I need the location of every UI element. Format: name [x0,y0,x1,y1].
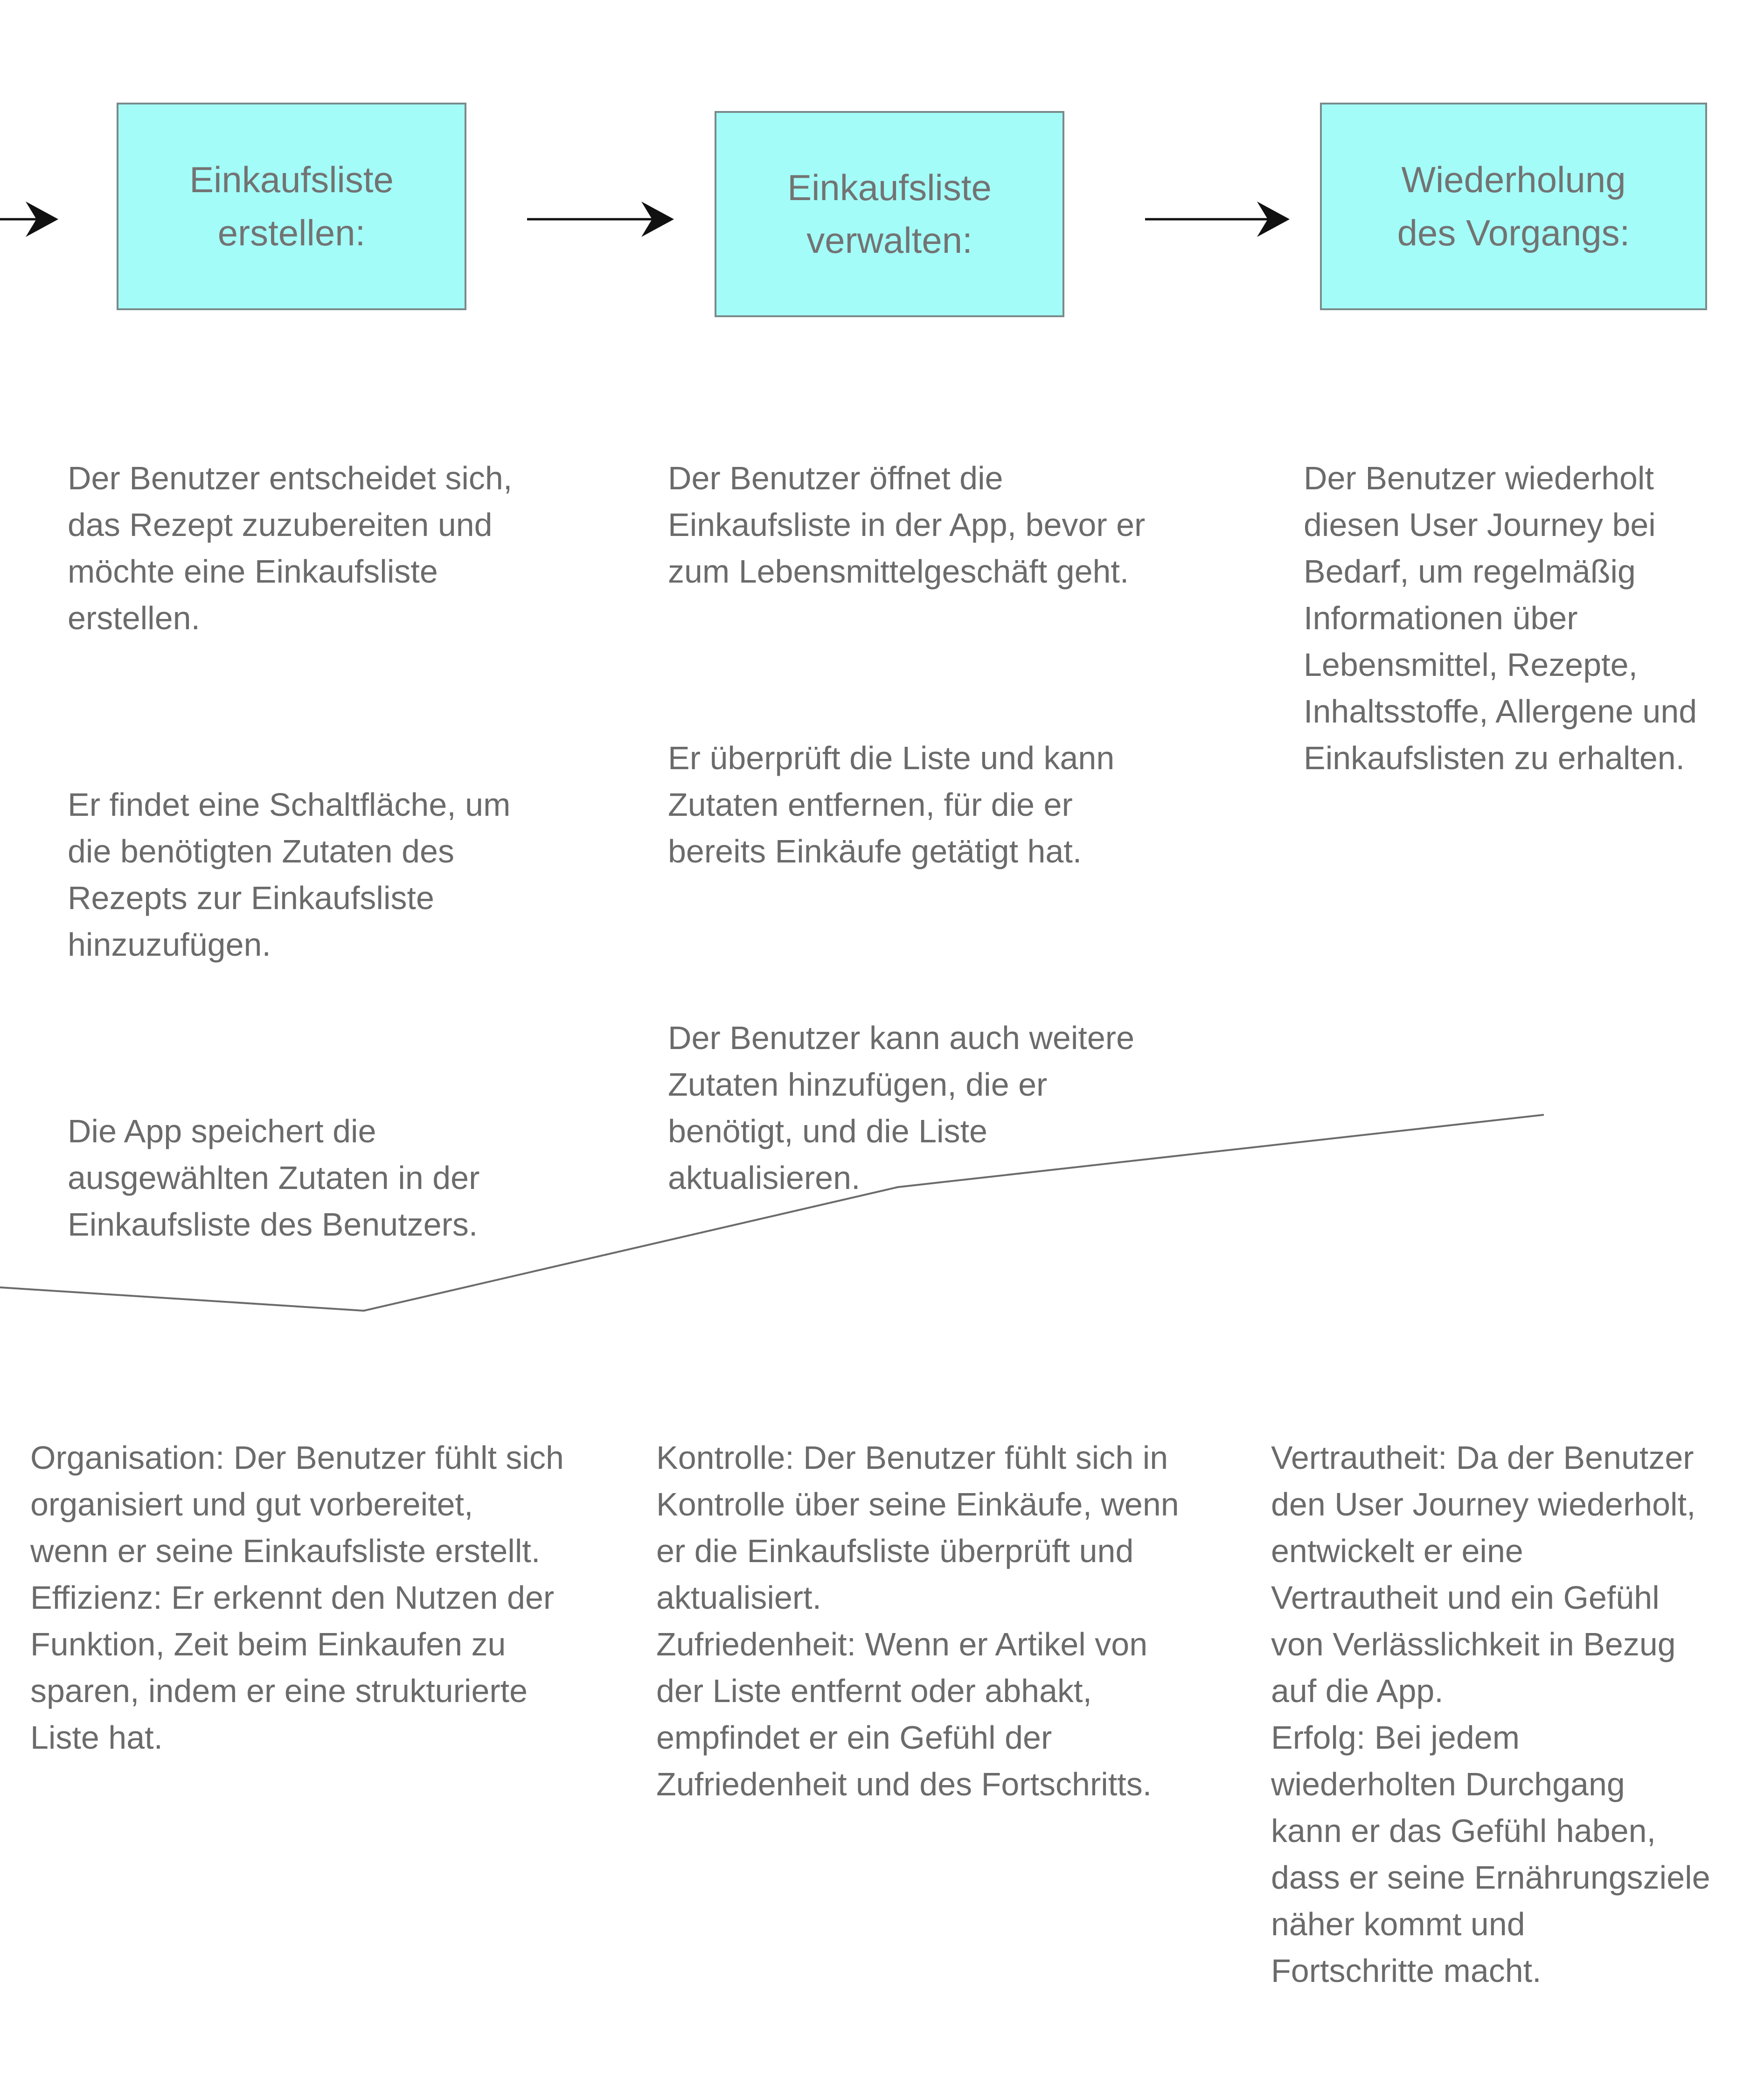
step-description-2: Der Benutzer öffnet die Einkaufsliste in… [668,408,1251,1248]
flow-arrow-1-to-2 [527,202,674,237]
step-box-einkaufsliste-erstellen: Einkaufsliste erstellen: [117,103,466,310]
flow-arrow-incoming [0,202,58,237]
step-title: Einkaufsliste erstellen: [189,159,394,253]
emotion-curve [0,1114,1544,1312]
step-box-einkaufsliste-verwalten: Einkaufsliste verwalten: [715,111,1064,317]
description-paragraph: Der Benutzer öffnet die Einkaufsliste in… [668,460,1146,590]
step-description-3: Der Benutzer wiederholt diesen User Jour… [1304,408,1751,828]
step-description-1: Der Benutzer entscheidet sich, das Rezep… [68,408,604,1294]
feeling-text-1: Organisation: Der Benutzer fühlt sich or… [30,1439,564,1756]
description-paragraph: Der Benutzer kann auch weitere Zutaten h… [668,1020,1134,1196]
flow-arrow-2-to-3 [1145,202,1290,237]
description-paragraph: Der Benutzer wiederholt diesen User Jour… [1304,460,1697,776]
feeling-text-3: Vertrautheit: Da der Benutzer den User J… [1271,1439,1710,1989]
description-paragraph: Er findet eine Schaltfläche, um die benö… [68,786,511,963]
step-box-wiederholung: Wiederholung des Vorgangs: [1320,103,1707,310]
description-paragraph: Die App speichert die ausgewählten Zutat… [68,1113,480,1243]
description-paragraph: Der Benutzer entscheidet sich, das Rezep… [68,460,513,636]
step-title: Wiederholung des Vorgangs: [1397,159,1630,253]
step-title: Einkaufsliste verwalten: [787,167,992,261]
feeling-text-2: Kontrolle: Der Benutzer fühlt sich in Ko… [656,1439,1179,1802]
description-paragraph: Er überprüft die Liste und kann Zutaten … [668,740,1115,869]
